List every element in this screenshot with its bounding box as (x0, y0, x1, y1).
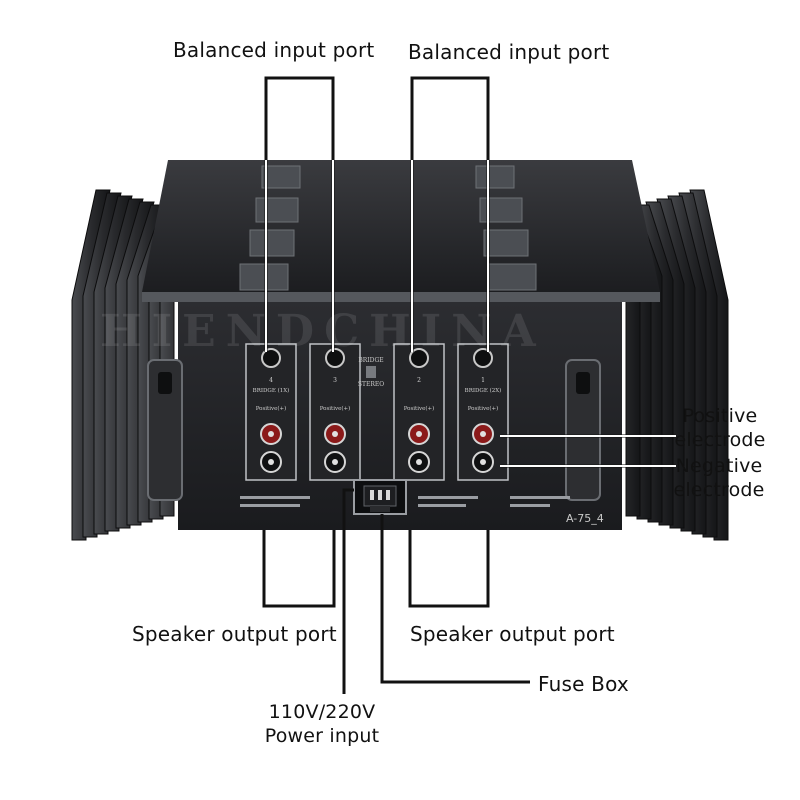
terminal-label: Positive(+) (256, 405, 287, 412)
channel-number: 3 (333, 377, 337, 384)
terminal-label: Positive(+) (320, 405, 351, 412)
leader-fuse-box (380, 514, 530, 684)
label-negative-electrode: Negative electrode (673, 455, 765, 501)
terminal-label: Positive(+) (468, 405, 499, 412)
leader-power-input (342, 488, 354, 694)
channel-mode: BRIDGE (1X) (253, 387, 290, 394)
right-handle (565, 359, 601, 501)
channel-mode: BRIDGE (2X) (465, 387, 502, 394)
xlr-input-jack (261, 348, 281, 368)
chassis-edge (142, 292, 660, 302)
label-fuse-box: Fuse Box (538, 672, 629, 696)
switch-top-label: BRIDGE (358, 357, 383, 364)
channel-number: 1 (481, 377, 485, 384)
chassis-top (142, 160, 660, 292)
switch-bottom-label: STEREO (358, 381, 384, 388)
leader-speaker-output-right (408, 530, 490, 608)
top-vents (239, 165, 537, 291)
model-label: A-75_4 (566, 512, 604, 525)
channel-number: 2 (417, 377, 421, 384)
fuse-drawer (370, 506, 390, 512)
xlr-input-jack (473, 348, 493, 368)
label-speaker-output-left: Speaker output port (132, 622, 337, 646)
watermark: HIENDCHINA (100, 306, 546, 357)
label-balanced-input-left: Balanced input port (173, 38, 375, 62)
label-balanced-input-right: Balanced input port (408, 40, 610, 64)
channel-number: 4 (269, 377, 273, 384)
spec-text (240, 496, 570, 507)
label-positive-electrode: Positive electrode (674, 405, 766, 451)
label-speaker-output-right: Speaker output port (410, 622, 615, 646)
power-inlet (353, 479, 407, 515)
leader-speaker-output-left (262, 530, 336, 608)
xlr-input-jack (409, 348, 429, 368)
left-handle (147, 359, 183, 501)
leader-highlights (265, 160, 676, 467)
label-power-input: 110V/220V Power input (264, 701, 380, 747)
xlr-input-jack (325, 348, 345, 368)
bridge-stereo-switch: BRIDGE STEREO (358, 357, 384, 388)
terminal-label: Positive(+) (404, 405, 435, 412)
